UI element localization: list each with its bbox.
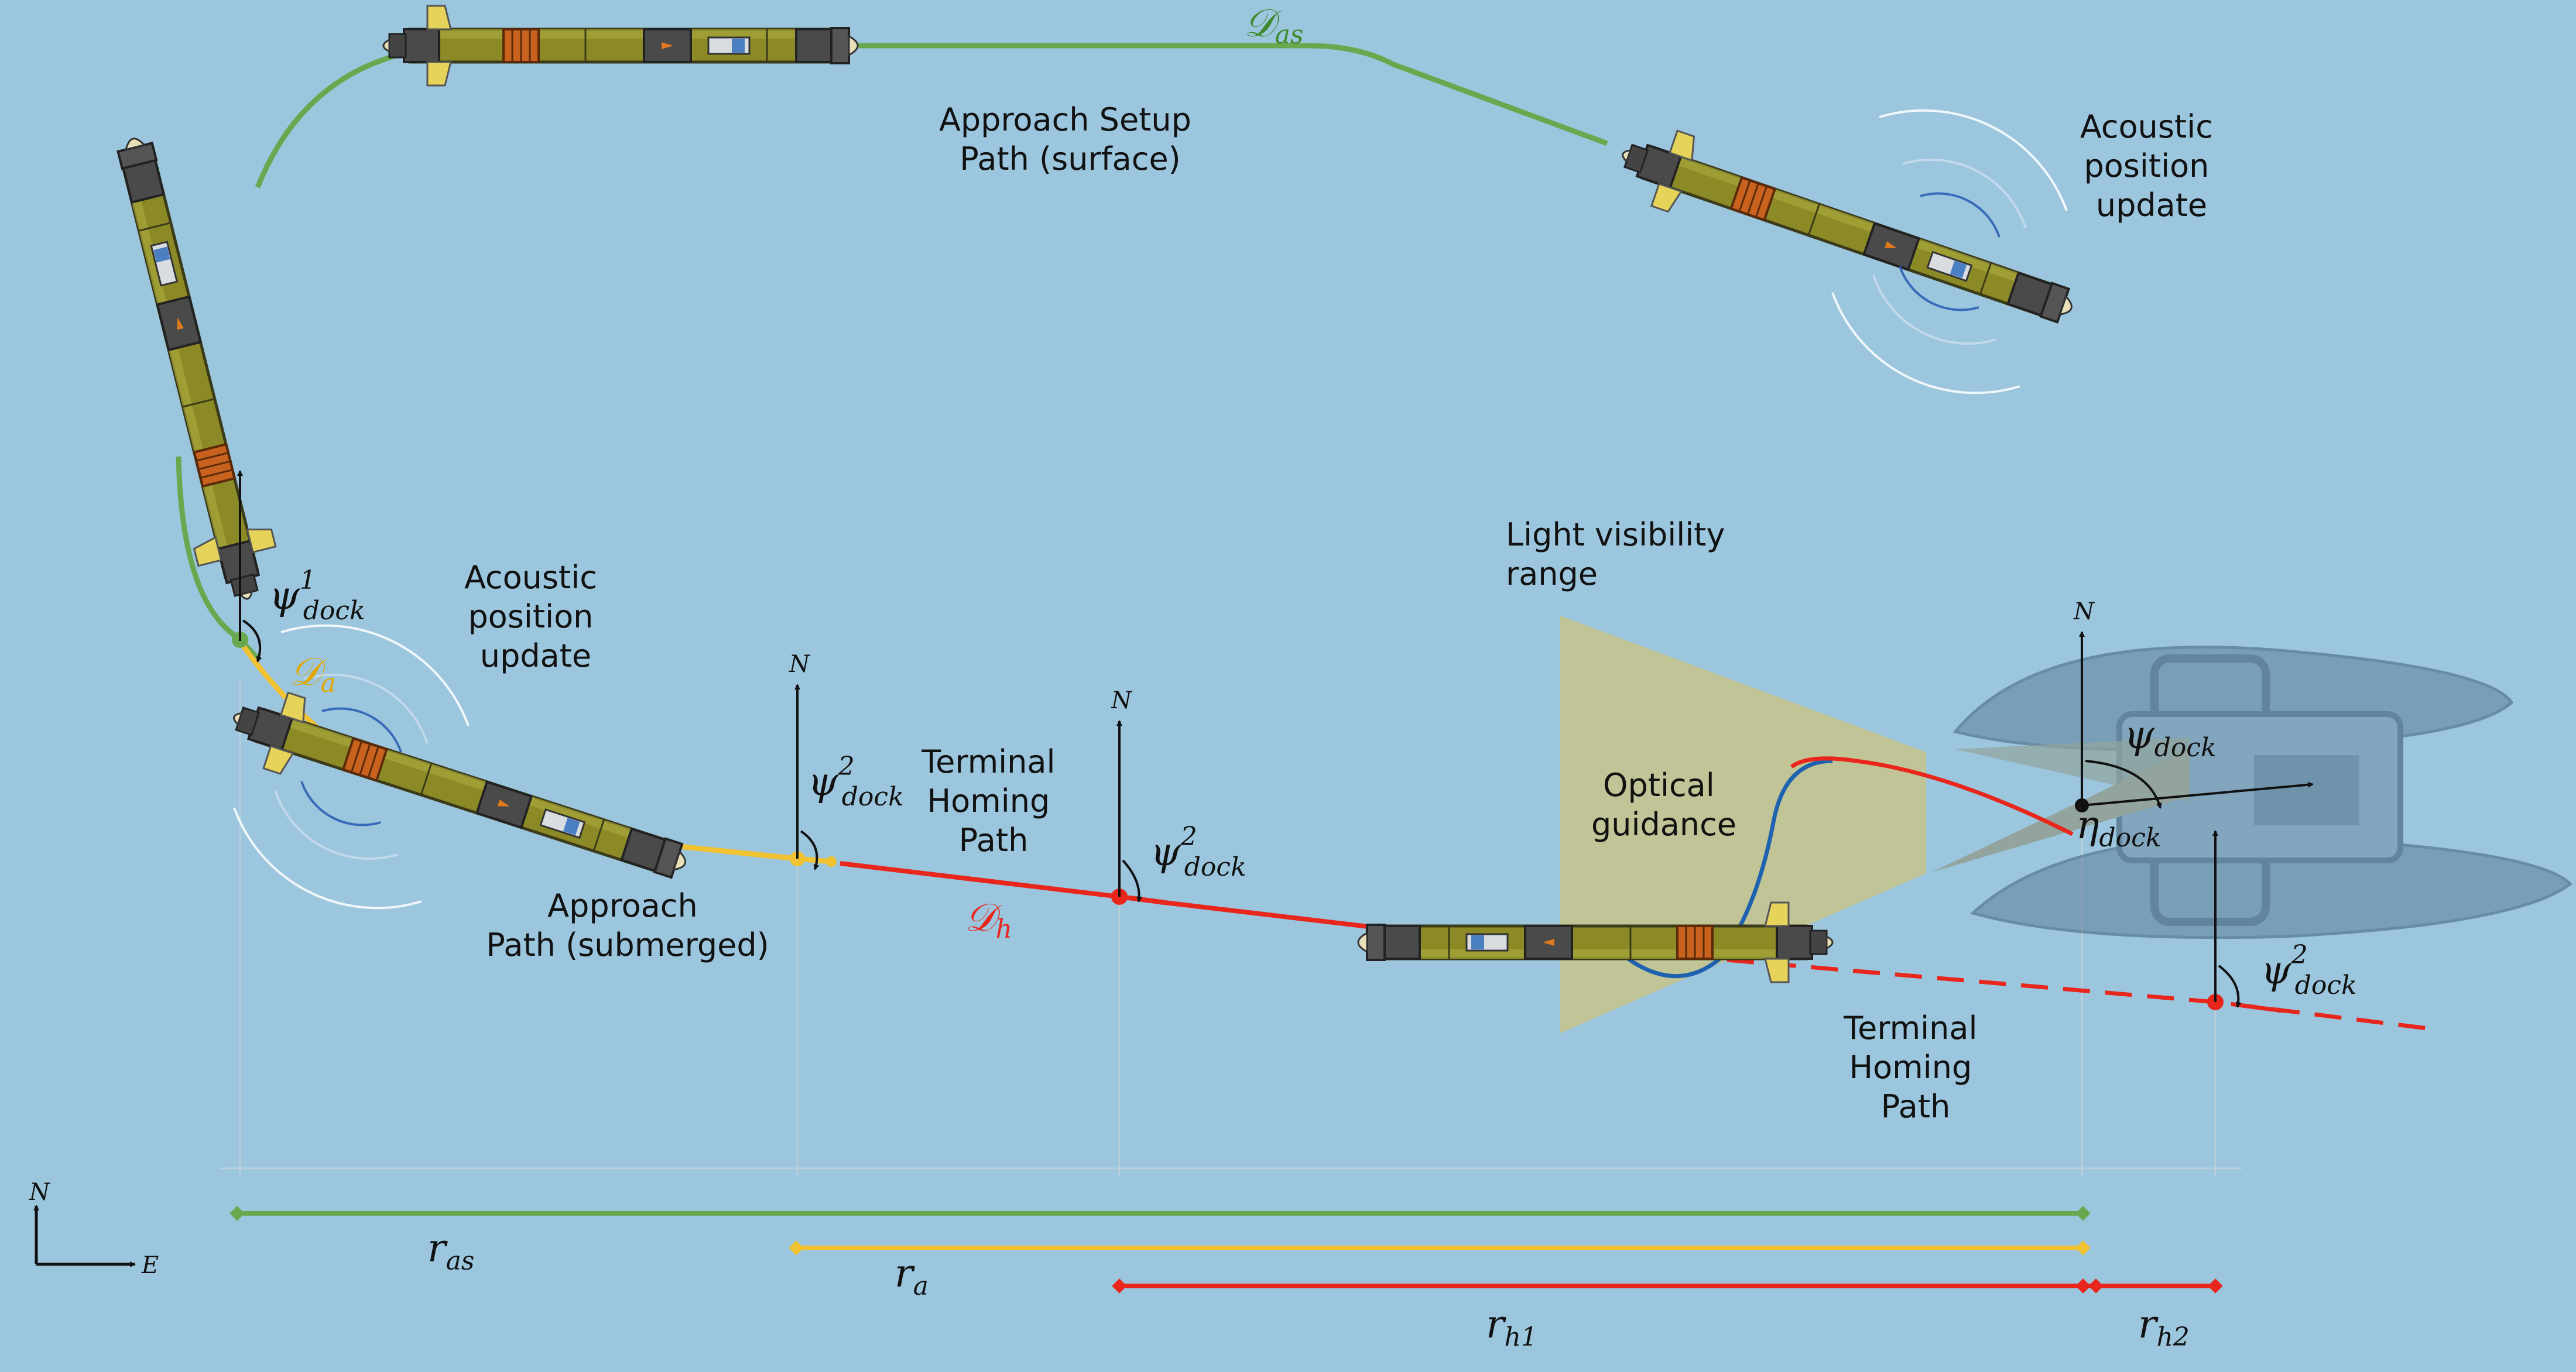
d-h-symbol: 𝒟h: [965, 895, 1012, 944]
surface-path: [831, 43, 1608, 146]
acoustic-update-left-label: Acoustic position update: [464, 559, 607, 674]
compass-north-label: N: [29, 1179, 51, 1206]
terminal-homing-right-label: Terminal Homing Path: [1843, 1010, 1987, 1125]
north-label-1: N: [789, 651, 811, 678]
r-h1-label: rh1: [1486, 1302, 1537, 1352]
surface-turn-path: [255, 47, 422, 188]
optical-path: [1620, 759, 1833, 979]
eta-dock: ηdock: [2076, 802, 2161, 853]
homing-arrow-2: [1129, 896, 1166, 905]
r-as-label: ras: [427, 1226, 474, 1276]
range-bars: [229, 1206, 2223, 1294]
approach-setup-label: Approach Setup Path (surface): [939, 101, 1201, 177]
north-label-3: N: [2073, 598, 2095, 625]
auv-vertical-left: [94, 129, 286, 609]
d-as-symbol: 𝒟as: [1244, 1, 1303, 50]
terminal-homing-mid-label: Terminal Homing Path: [921, 743, 1065, 859]
acoustic-update-top-label: Acoustic position update: [2080, 108, 2223, 224]
north-label-2: N: [1111, 687, 1133, 714]
heading-axes: [237, 470, 2314, 1008]
homing-path: [840, 861, 1373, 929]
r-h2-label: rh2: [2138, 1302, 2190, 1352]
surface-descent-path: [176, 456, 260, 661]
compass-legend: [33, 1205, 136, 1267]
light-visibility-label: Light visibility range: [1506, 516, 1735, 592]
optical-guidance-label: Optical guidance: [1591, 767, 1736, 843]
approach-submerged-label: Approach Path (submerged): [486, 887, 769, 963]
optical-red-path: [1790, 756, 2074, 836]
r-a-label: ra: [895, 1251, 929, 1301]
compass-east-label: E: [141, 1252, 159, 1279]
auv-submerged: [222, 679, 697, 901]
docking-station: [1932, 646, 2572, 939]
homing-arrow-3: [2242, 1003, 2284, 1013]
auv-surface-top: [383, 6, 858, 85]
d-a-symbol: 𝒟a: [290, 649, 336, 698]
psi-dock: ψdock: [2124, 712, 2217, 763]
auv-surface-right: [1610, 116, 2084, 346]
